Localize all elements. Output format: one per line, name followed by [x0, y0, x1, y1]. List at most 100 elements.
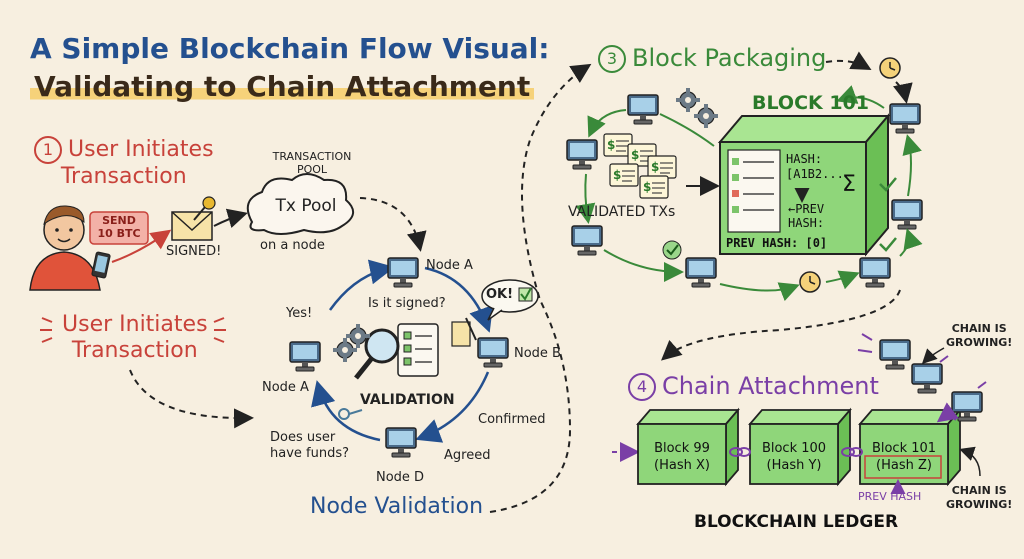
- step3-number: 3: [598, 45, 626, 73]
- send-label-line2: 10 BTC: [97, 227, 141, 240]
- step1-heading-line1: User Initiates: [68, 137, 214, 162]
- node-a-top-label: Node A: [426, 258, 473, 273]
- validated-txs-label: VALIDATED TXs: [568, 204, 676, 220]
- node-b-label: Node B: [514, 346, 561, 361]
- blockchain-ledger-label: BLOCKCHAIN LEDGER: [694, 512, 899, 532]
- purple-motion-marks: [857, 333, 987, 423]
- chain-growing-top: CHAIN IS GROWING!: [946, 322, 1012, 350]
- step4-heading-text: Chain Attachment: [662, 372, 879, 400]
- step1-repeat-line2: Transaction: [71, 338, 198, 363]
- validation-label: VALIDATION: [360, 392, 455, 408]
- chain-computer-icon: [879, 339, 911, 370]
- step1-number: 1: [34, 136, 62, 164]
- tx-pool-sub: on a node: [260, 238, 325, 253]
- block-hash-text: HASH: [A1B2...: [786, 152, 844, 182]
- network-computer-icon: [891, 199, 923, 230]
- block-101-hash: (Hash Z): [876, 458, 932, 473]
- block-99-name: Block 99: [654, 441, 710, 456]
- node-a-left-icon: [289, 341, 321, 372]
- arrow-heading-to-clock: [825, 51, 872, 70]
- block-99-hash: (Hash X): [654, 458, 710, 473]
- arrow-user-to-envelope: [111, 229, 172, 263]
- sigma-symbol: Σ: [842, 172, 856, 197]
- network-computer-icon: [627, 94, 659, 125]
- title-line-2: Validating to Chain Attachment: [30, 70, 535, 103]
- node-d-icon: [385, 427, 417, 458]
- step4-number: 4: [628, 373, 656, 401]
- clock-icon: [799, 271, 821, 293]
- chain-growing-bottom: CHAIN IS GROWING!: [946, 484, 1012, 512]
- agreed-label: Agreed: [444, 448, 491, 463]
- validation-loop: [311, 259, 493, 443]
- question-funds-line1: Does user: [270, 430, 336, 445]
- prev-line1: ←PREV: [788, 202, 825, 216]
- network-computer-icon: [889, 103, 921, 134]
- user-figure: [29, 205, 111, 291]
- pool-caption: TRANSACTION POOL: [262, 150, 362, 176]
- magnifier-icon: [354, 328, 400, 380]
- prev-line2: HASH:: [788, 216, 825, 230]
- chain-block-100: Block 100 (Hash Y): [750, 440, 838, 474]
- signed-label: SIGNED!: [166, 244, 222, 259]
- growing-bottom-line1: CHAIN IS: [951, 484, 1007, 497]
- node-a-left-label: Node A: [262, 380, 309, 395]
- prev-hash-label: PREV HASH: [858, 490, 922, 503]
- prev-hash-value: PREV HASH: [0]: [726, 236, 828, 250]
- arrow-pool-to-validation: [359, 197, 427, 252]
- tx-pool-label: Tx Pool: [275, 196, 337, 216]
- block-101-cube: [717, 113, 891, 257]
- ok-label: OK!: [486, 287, 514, 302]
- tx-doc-icon: [647, 155, 677, 179]
- arrow-envelope-to-pool: [213, 208, 248, 229]
- key-icon: [338, 408, 363, 420]
- node-d-label: Node D: [376, 470, 425, 485]
- step1-repeat-line1: User Initiates: [62, 312, 208, 337]
- gear-icon: [675, 87, 701, 113]
- block-101-name: Block 101: [871, 441, 937, 456]
- chain-computer-icon: [911, 363, 943, 394]
- growing-top-line2: GROWING!: [946, 336, 1013, 349]
- question-funds-line2: have funds?: [270, 446, 350, 461]
- green-check-icons: [662, 177, 897, 260]
- block-100-cube: [748, 407, 852, 487]
- network-green-arrows: [575, 85, 923, 302]
- question-funds: Does user have funds?: [270, 430, 349, 462]
- gear-icon: [693, 103, 719, 129]
- clock-icon: [879, 57, 901, 79]
- step2-heading: Node Validation: [310, 494, 484, 519]
- signed-envelope-icon: [171, 196, 216, 241]
- network-computer-icon: [566, 139, 598, 170]
- red-emphasis-marks: [40, 317, 226, 343]
- send-label-line1: SEND: [102, 214, 136, 227]
- block-prev-text: ←PREV HASH:: [788, 202, 824, 230]
- send-tag: [89, 211, 149, 245]
- tx-pool-cloud: [246, 173, 354, 235]
- step1-heading-line2: Transaction: [60, 164, 187, 189]
- question-signed: Is it signed?: [368, 296, 446, 311]
- pool-caption-line2: POOL: [296, 163, 328, 176]
- block-101-label: BLOCK 101: [752, 92, 870, 114]
- send-tag-label: SEND 10 BTC: [91, 214, 147, 240]
- step3-heading-text: Block Packaging: [632, 44, 827, 72]
- arrow-growing-bottom: [959, 446, 981, 477]
- arrow-growing-top: [921, 347, 945, 365]
- arrow-user-to-validation: [129, 369, 254, 429]
- node-a-top-icon: [387, 257, 419, 288]
- tx-doc-icon: [609, 163, 639, 187]
- block-100-hash: (Hash Y): [766, 458, 822, 473]
- network-computer-icon: [571, 225, 603, 256]
- title-line-1: A Simple Blockchain Flow Visual:: [30, 32, 550, 65]
- arrow-clock-down: [893, 81, 913, 104]
- chain-link-icon: [729, 447, 863, 457]
- yes-label: Yes!: [286, 306, 313, 321]
- tx-doc-icon: [639, 175, 669, 199]
- arrow-validation-to-packaging: [489, 63, 592, 513]
- pool-caption-line1: TRANSACTION: [272, 150, 352, 163]
- confirmed-label: Confirmed: [478, 412, 546, 427]
- ok-bubble: [481, 279, 539, 321]
- network-computer-icon: [685, 257, 717, 288]
